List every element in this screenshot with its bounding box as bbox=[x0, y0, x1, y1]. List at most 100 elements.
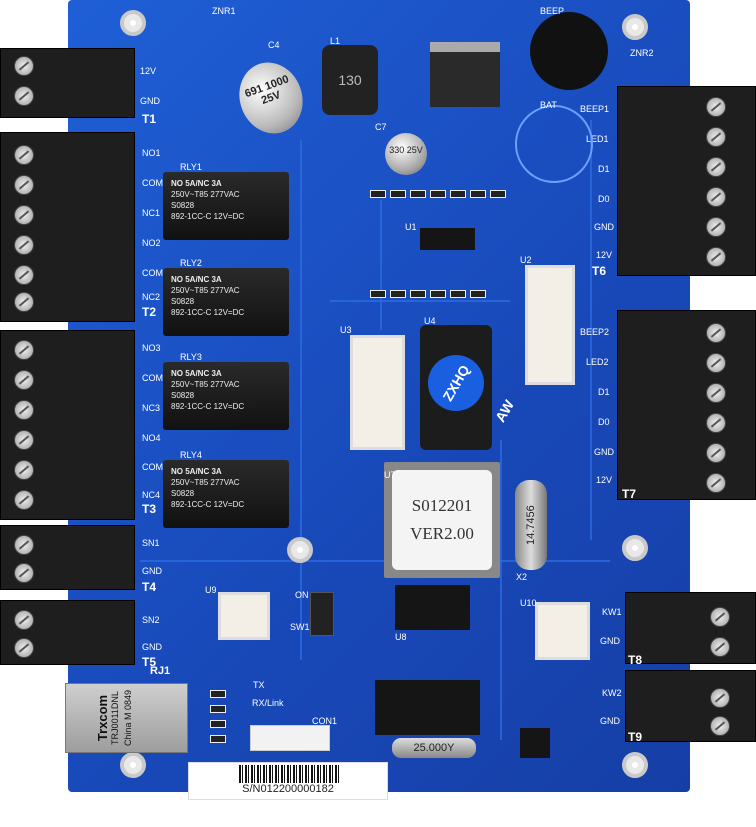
terminal-screw-icon[interactable] bbox=[14, 563, 34, 583]
relay-ref: RLY4 bbox=[180, 450, 202, 460]
terminal-screw-icon[interactable] bbox=[14, 145, 34, 165]
terminal-screw-icon[interactable] bbox=[706, 323, 726, 343]
battery-label: BAT bbox=[540, 100, 557, 110]
terminal-screw-icon[interactable] bbox=[706, 217, 726, 237]
smd-component bbox=[370, 190, 386, 198]
relay-ref: RLY3 bbox=[180, 352, 202, 362]
terminal-screw-icon[interactable] bbox=[706, 473, 726, 493]
terminal-screw-icon[interactable] bbox=[14, 610, 34, 630]
terminal-screw-icon[interactable] bbox=[14, 490, 34, 510]
terminal-label: T3 bbox=[142, 502, 157, 516]
pin-label: LED2 bbox=[586, 357, 609, 367]
pin-label: COM4 bbox=[142, 462, 169, 472]
smd-component bbox=[410, 190, 426, 198]
pin-label: COM3 bbox=[142, 373, 169, 383]
pin-label: NO4 bbox=[142, 433, 161, 443]
terminal-screw-icon[interactable] bbox=[14, 56, 34, 76]
terminal-screw-icon[interactable] bbox=[14, 235, 34, 255]
connector-con1[interactable] bbox=[250, 725, 330, 751]
rj45-brand: Trxcom bbox=[95, 694, 110, 742]
terminal-screw-icon[interactable] bbox=[706, 187, 726, 207]
terminal-screw-icon[interactable] bbox=[14, 400, 34, 420]
terminal-label: T2 bbox=[142, 305, 157, 319]
terminal-screw-icon[interactable] bbox=[706, 127, 726, 147]
led-label-tx: TX bbox=[253, 680, 265, 690]
terminal-screw-icon[interactable] bbox=[14, 340, 34, 360]
pcb-trace bbox=[330, 300, 510, 302]
ic-ref: U1 bbox=[405, 222, 417, 232]
rj45-jack[interactable]: Trxcom TRJ0011DNL China M 0849 bbox=[65, 683, 188, 753]
pin-label: NO3 bbox=[142, 343, 161, 353]
optocoupler-u3 bbox=[350, 335, 405, 450]
terminal-screw-icon[interactable] bbox=[706, 353, 726, 373]
opto-ref: U9 bbox=[205, 585, 217, 595]
smd-component bbox=[450, 290, 466, 298]
terminal-screw-icon[interactable] bbox=[14, 265, 34, 285]
terminal-screw-icon[interactable] bbox=[706, 247, 726, 267]
terminal-label: T7 bbox=[622, 487, 637, 501]
crystal-25mhz: 25.000Y bbox=[392, 738, 476, 758]
pcb-trace bbox=[300, 140, 302, 660]
dip-switch[interactable] bbox=[310, 592, 334, 636]
pin-label: GND bbox=[594, 447, 614, 457]
pin-label: D0 bbox=[598, 194, 610, 204]
smd-component bbox=[470, 290, 486, 298]
pin-label: BEEP1 bbox=[580, 104, 610, 114]
terminal-screw-icon[interactable] bbox=[14, 535, 34, 555]
pin-label: NC3 bbox=[142, 403, 161, 413]
relay-ref: RLY1 bbox=[180, 162, 202, 172]
varistor-label: ZNR2 bbox=[630, 48, 654, 58]
pin-label: NO1 bbox=[142, 148, 161, 158]
terminal-body bbox=[0, 330, 135, 520]
rj45-origin: China M 0849 bbox=[123, 689, 133, 747]
pin-label: GND bbox=[142, 566, 162, 576]
mounting-hole bbox=[287, 537, 313, 563]
terminal-body bbox=[625, 670, 756, 742]
terminal-label: T1 bbox=[142, 112, 157, 126]
terminal-screw-icon[interactable] bbox=[14, 460, 34, 480]
pin-label: GND bbox=[142, 642, 162, 652]
terminal-screw-icon[interactable] bbox=[710, 716, 730, 736]
smd-component bbox=[390, 290, 406, 298]
terminal-screw-icon[interactable] bbox=[14, 292, 34, 312]
terminal-label: T6 bbox=[592, 264, 607, 278]
smd-component bbox=[210, 735, 226, 743]
terminal-screw-icon[interactable] bbox=[14, 370, 34, 390]
crystal-oscillator: 14.7456 bbox=[515, 480, 547, 570]
terminal-label: T8 bbox=[628, 653, 643, 667]
pin-label: 12V bbox=[140, 66, 157, 76]
terminal-screw-icon[interactable] bbox=[14, 638, 34, 658]
pin-label: SN2 bbox=[142, 615, 160, 625]
mcu-ref: U7 bbox=[384, 470, 396, 480]
terminal-screw-icon[interactable] bbox=[710, 607, 730, 627]
terminal-screw-icon[interactable] bbox=[710, 688, 730, 708]
pin-label: KW1 bbox=[602, 607, 622, 617]
terminal-screw-icon[interactable] bbox=[706, 157, 726, 177]
barcode bbox=[239, 765, 339, 783]
smd-component bbox=[370, 290, 386, 298]
terminal-screw-icon[interactable] bbox=[14, 175, 34, 195]
terminal-screw-icon[interactable] bbox=[706, 383, 726, 403]
pin-label: COM1 bbox=[142, 178, 169, 188]
terminal-screw-icon[interactable] bbox=[706, 413, 726, 433]
pin-label: 12V bbox=[596, 475, 613, 485]
pin-label: COM2 bbox=[142, 268, 169, 278]
terminal-screw-icon[interactable] bbox=[14, 205, 34, 225]
terminal-screw-icon[interactable] bbox=[706, 443, 726, 463]
smd-component bbox=[470, 190, 486, 198]
terminal-label: T5 bbox=[142, 655, 157, 669]
terminal-screw-icon[interactable] bbox=[710, 637, 730, 657]
terminal-screw-icon[interactable] bbox=[14, 86, 34, 106]
terminal-screw-icon[interactable] bbox=[14, 430, 34, 450]
voltage-regulator bbox=[430, 42, 500, 107]
optocoupler-u10 bbox=[535, 602, 590, 660]
mounting-hole bbox=[622, 752, 648, 778]
crystal-ref: X2 bbox=[516, 572, 528, 582]
pcb-trace bbox=[590, 120, 592, 540]
pin-label: LED1 bbox=[586, 134, 609, 144]
terminal-screw-icon[interactable] bbox=[706, 97, 726, 117]
